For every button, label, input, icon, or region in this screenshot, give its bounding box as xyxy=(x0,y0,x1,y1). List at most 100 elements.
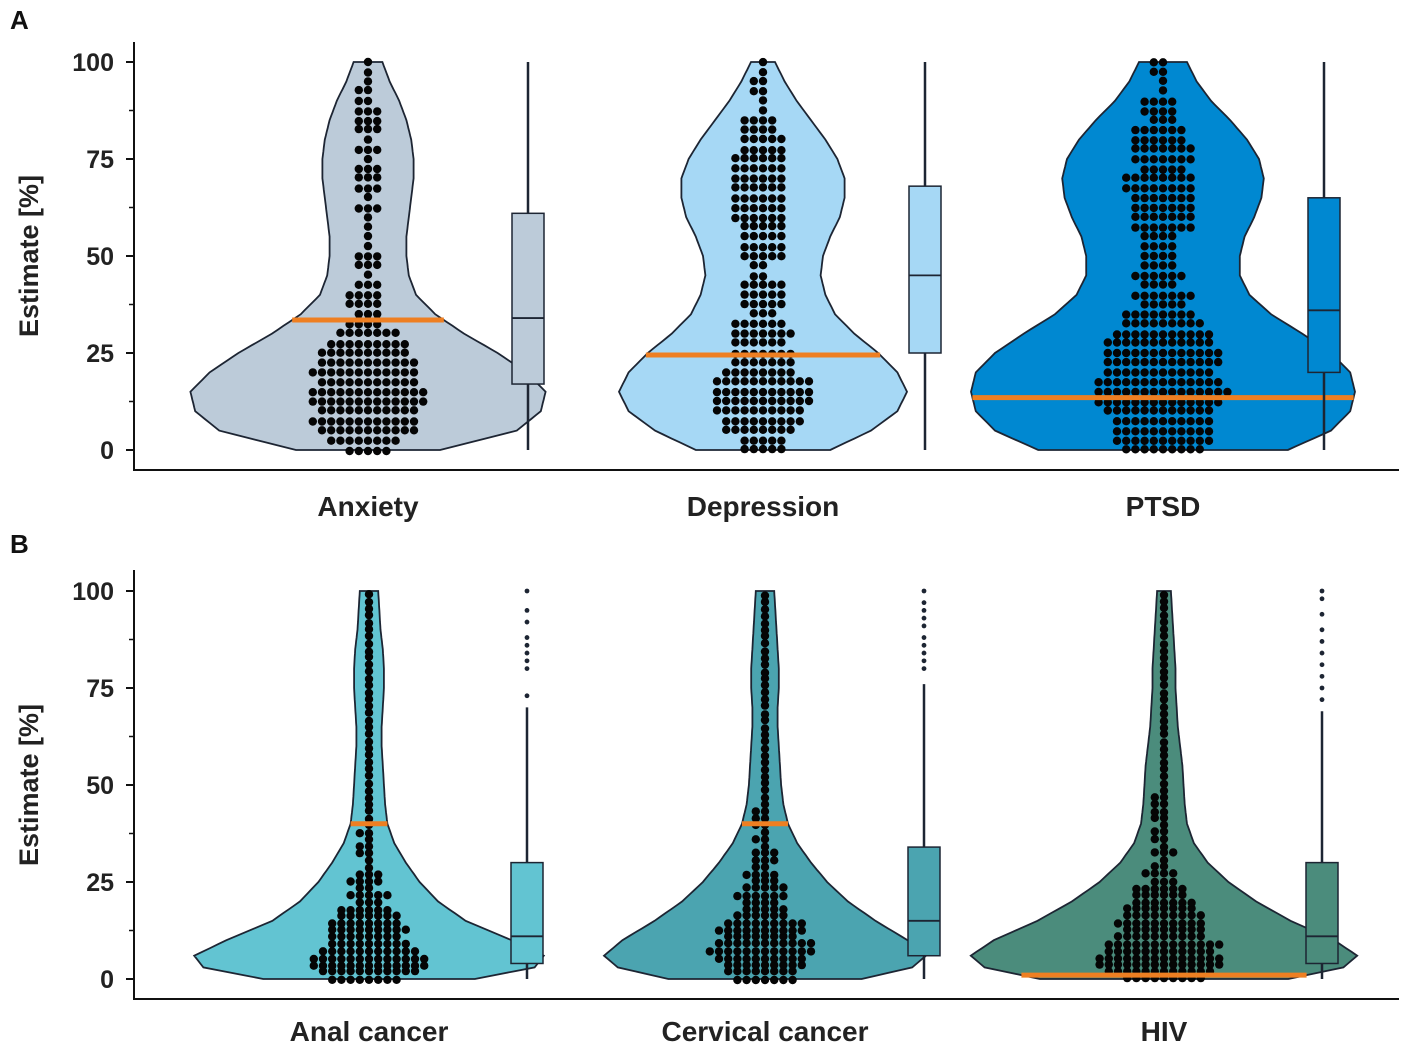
data-dot xyxy=(768,319,777,328)
data-dot xyxy=(768,183,777,192)
data-dot xyxy=(1150,925,1160,934)
data-dot xyxy=(760,960,770,970)
data-dot xyxy=(382,417,391,426)
data-dot xyxy=(740,164,749,173)
data-dot xyxy=(392,954,401,964)
data-dot xyxy=(391,358,400,367)
data-dot xyxy=(770,876,779,885)
panel-letter-b: B xyxy=(10,529,29,559)
data-dot xyxy=(768,194,777,203)
data-dot xyxy=(1113,932,1123,941)
data-dot xyxy=(731,329,740,338)
data-dot xyxy=(317,406,327,415)
data-dot xyxy=(382,378,391,387)
data-dot xyxy=(336,348,345,357)
data-dot xyxy=(345,426,354,435)
data-dot xyxy=(1177,212,1186,221)
data-dot xyxy=(1169,919,1178,928)
data-dot xyxy=(1131,184,1140,193)
data-dot xyxy=(770,939,779,948)
data-dot xyxy=(1204,338,1214,347)
data-dot xyxy=(777,377,786,386)
data-dot xyxy=(364,891,374,900)
data-dot xyxy=(1140,173,1149,182)
data-dot xyxy=(724,967,733,976)
data-dot xyxy=(1168,330,1177,339)
data-dot xyxy=(383,891,392,900)
data-dot xyxy=(363,241,373,251)
data-dot xyxy=(760,772,770,782)
box-outlier xyxy=(524,619,530,625)
data-dot xyxy=(788,947,797,956)
data-dot xyxy=(1204,368,1214,377)
data-dot xyxy=(373,291,382,300)
y-tick-label: 75 xyxy=(86,146,114,174)
data-dot xyxy=(1122,378,1131,387)
data-dot xyxy=(1150,884,1160,894)
data-dot xyxy=(749,290,758,299)
data-dot xyxy=(740,444,749,454)
data-dot xyxy=(1187,925,1196,934)
data-dot xyxy=(751,911,760,920)
data-dot xyxy=(722,368,731,377)
data-dot xyxy=(777,134,786,144)
data-dot xyxy=(722,406,731,415)
data-dot xyxy=(363,231,373,241)
data-dot xyxy=(758,377,768,386)
data-dot xyxy=(374,939,383,949)
data-dot xyxy=(1149,193,1159,203)
data-dot xyxy=(724,939,733,948)
data-dot xyxy=(1177,125,1186,135)
data-dot xyxy=(1122,319,1131,328)
data-dot xyxy=(1187,960,1196,969)
data-dot xyxy=(355,925,364,934)
data-dot xyxy=(768,146,777,155)
data-dot xyxy=(363,397,373,406)
data-dot xyxy=(749,204,758,213)
data-dot xyxy=(797,919,806,928)
data-dot xyxy=(1195,417,1205,426)
data-dot xyxy=(1186,427,1195,436)
box-outlier xyxy=(921,666,927,671)
data-dot xyxy=(1186,291,1195,300)
data-dot xyxy=(1177,330,1186,339)
data-dot xyxy=(373,107,382,116)
data-dot xyxy=(749,436,758,445)
data-dot xyxy=(740,425,749,434)
data-dot xyxy=(742,898,751,907)
data-dot xyxy=(1132,884,1141,894)
data-dot xyxy=(1149,184,1159,193)
data-dot xyxy=(1140,184,1149,193)
data-dot xyxy=(328,932,337,941)
box-outlier xyxy=(921,650,927,656)
category-label: Anxiety xyxy=(317,491,419,522)
data-dot xyxy=(749,406,758,415)
data-dot xyxy=(777,417,786,426)
data-dot xyxy=(1177,445,1186,454)
data-dot xyxy=(742,967,751,976)
data-dot xyxy=(364,667,374,676)
data-dot xyxy=(770,905,779,914)
data-dot xyxy=(731,194,740,203)
data-dot xyxy=(1131,193,1140,203)
data-dot xyxy=(383,919,392,928)
data-dot xyxy=(1204,436,1214,445)
data-dot xyxy=(1131,310,1140,319)
data-dot xyxy=(758,329,768,338)
data-dot xyxy=(1186,378,1195,387)
data-dot xyxy=(1204,330,1214,339)
data-dot xyxy=(1195,398,1205,407)
data-dot xyxy=(722,377,731,386)
data-dot xyxy=(1140,368,1149,377)
data-dot xyxy=(373,252,382,261)
data-dot xyxy=(373,426,382,435)
data-dot xyxy=(364,590,374,599)
data-dot xyxy=(1149,378,1159,387)
data-dot xyxy=(1140,300,1149,309)
data-dot xyxy=(363,57,373,67)
data-dot xyxy=(1186,436,1195,445)
data-dot xyxy=(1104,954,1114,963)
data-dot xyxy=(1168,136,1177,145)
data-dot xyxy=(786,396,795,406)
data-dot xyxy=(363,252,373,261)
